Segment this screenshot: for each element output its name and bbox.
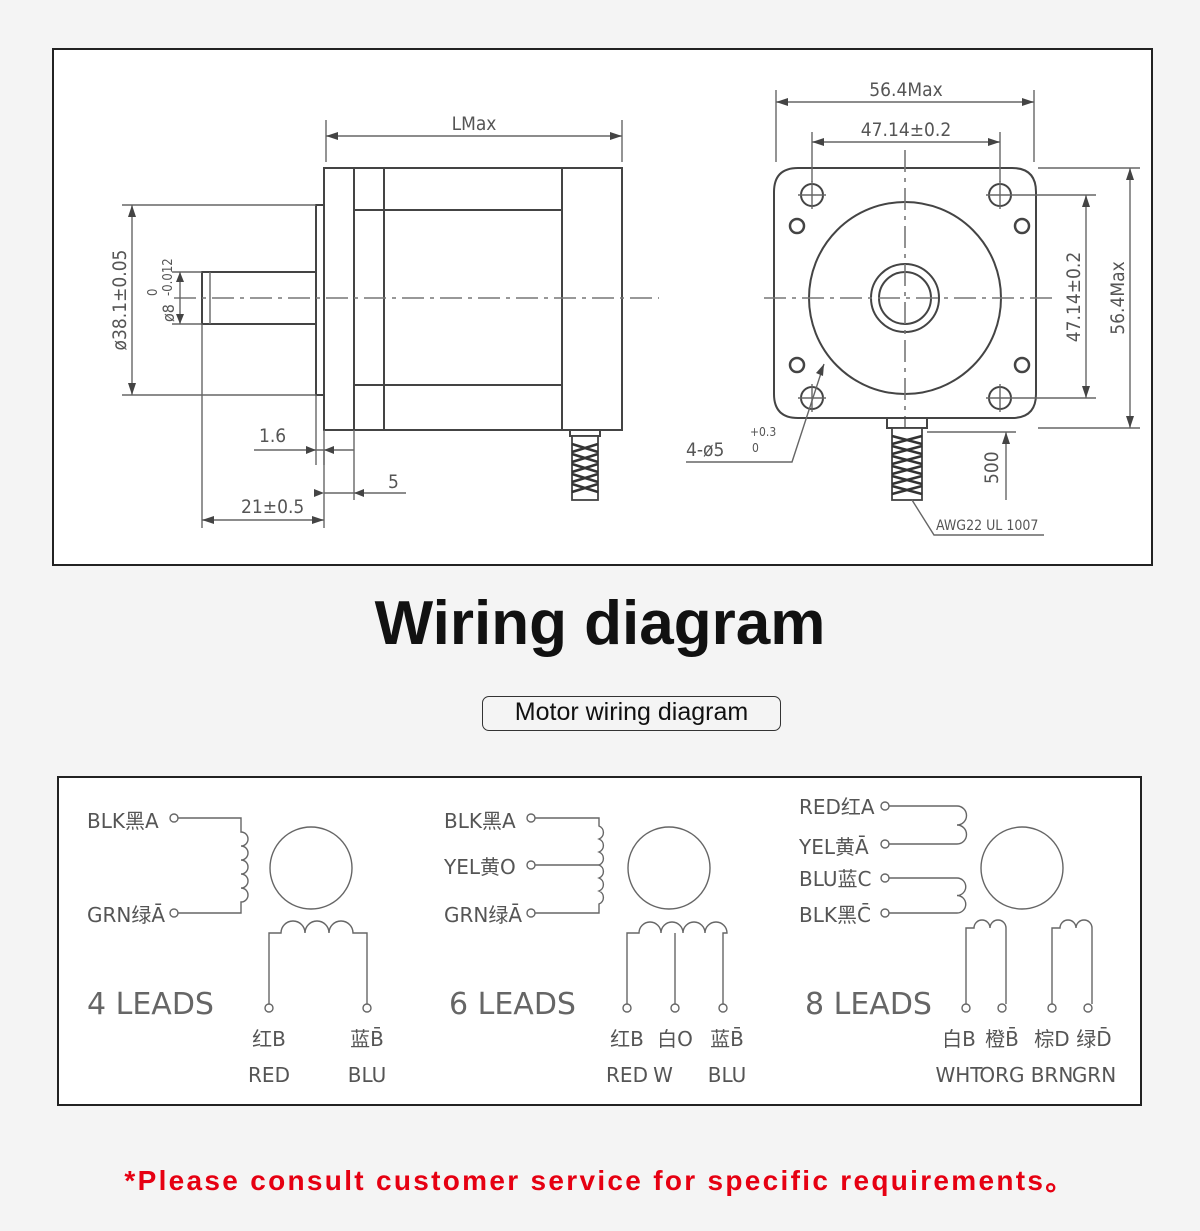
- six-leads-bottom-cn-2: 白O: [657, 1027, 693, 1051]
- wire-spec-label: AWG22 UL 1007: [936, 518, 1038, 534]
- cable-front: [891, 427, 923, 501]
- six-leads-bottom-en-2: W: [653, 1063, 673, 1087]
- six-leads-label: 6 LEADS: [449, 987, 576, 1022]
- four-leads-lead-a: BLK黑A: [87, 809, 159, 833]
- dimension-drawing-panel: LMax ø38.1±0.05 ø8 0 -0.012 1.6: [52, 48, 1153, 566]
- dimension-drawing: LMax ø38.1±0.05 ø8 0 -0.012 1.6: [109, 79, 1140, 536]
- boss-length-dimension: 5: [314, 430, 406, 500]
- four-leads-bottom-cn-1: 红B: [252, 1027, 286, 1051]
- width-max-side-dimension: 56.4Max: [1038, 167, 1140, 429]
- wire-spec-callout: AWG22 UL 1007: [911, 499, 1044, 536]
- eight-leads-bottom-cn-4: 绿D̄: [1076, 1026, 1111, 1051]
- eight-leads-bottom-en-3: BRN: [1031, 1063, 1074, 1087]
- mount-holes-callout: 4-ø5 +0.3 0: [686, 363, 825, 463]
- eight-leads-bottom-en-4: GRN: [1072, 1063, 1116, 1087]
- eight-leads-bottom-en-1: WHT: [935, 1063, 983, 1087]
- mount-holes-label: 4-ø5: [686, 439, 724, 461]
- six-leads-lead-a-bar: GRN绿Ā: [444, 903, 522, 927]
- six-leads-bottom-en-3: BLU: [708, 1063, 747, 1087]
- eight-leads-bottom-cn-2: 橙B̄: [985, 1026, 1019, 1051]
- four-leads-bottom-en-2: BLU: [348, 1063, 387, 1087]
- four-leads-bottom-en-1: RED: [248, 1063, 290, 1087]
- customer-service-note: *Please consult customer service for spe…: [124, 1165, 1076, 1196]
- four-leads-label: 4 LEADS: [87, 987, 214, 1022]
- eight-leads-bottom-cn-1: 白B: [942, 1027, 976, 1051]
- hole-spacing-top-label: 47.14±0.2: [861, 119, 951, 141]
- six-leads-rotor: [627, 826, 711, 910]
- four-leads-lead-a-bar: GRN绿Ā: [87, 903, 165, 927]
- eight-leads-bottom-cn-3: 棕D: [1034, 1027, 1069, 1051]
- shaft-diameter-label: ø8: [159, 304, 178, 322]
- six-leads-bottom-cn-3: 蓝B̄: [710, 1026, 744, 1051]
- eight-leads-diagram: RED红A YEL黄Ā BLU蓝C BLK黑C̄ 8 LEADS 白B 橙B̄ …: [798, 795, 1116, 1087]
- hole-spacing-side-dimension: 47.14±0.2: [1014, 194, 1096, 399]
- eight-leads-lead-c-bar: BLK黑C̄: [799, 902, 871, 927]
- cable-side: [571, 435, 599, 501]
- lead-length-dimension: 500: [927, 431, 1016, 500]
- eight-leads-label: 8 LEADS: [805, 987, 932, 1022]
- eight-leads-rotor: [980, 826, 1064, 910]
- shaft-length-label: 21±0.5: [241, 496, 304, 518]
- shaft-tol-upper: 0: [146, 289, 161, 296]
- hole-spacing-top-dimension: 47.14±0.2: [811, 119, 1001, 182]
- six-leads-bottom-en-1: RED: [606, 1063, 648, 1087]
- motor-front-view: [764, 150, 1054, 501]
- boss-length-label: 5: [388, 471, 399, 493]
- lead-length-label: 500: [981, 451, 1003, 484]
- flange-thickness-label: 1.6: [259, 425, 286, 447]
- motor-side-view: [174, 167, 659, 501]
- section-subtitle-badge: Motor wiring diagram: [482, 696, 781, 731]
- hole-spacing-side-label: 47.14±0.2: [1063, 252, 1085, 342]
- mount-hole-tol-upper: +0.3: [750, 425, 776, 439]
- shaft-diameter-dimension: ø8 0 -0.012: [146, 258, 202, 325]
- six-leads-bottom-cn-1: 红B: [610, 1027, 644, 1051]
- pilot-diameter-dimension: ø38.1±0.05: [109, 204, 316, 396]
- mounting-holes: [788, 181, 1031, 412]
- four-leads-bottom-cn-2: 蓝B̄: [350, 1026, 384, 1051]
- wiring-diagram: BLK黑A GRN绿Ā 4 LEADS 红B 蓝B̄ RED BLU BLK黑A…: [87, 795, 1116, 1087]
- section-title: Wiring diagram: [374, 589, 826, 658]
- six-leads-lead-a: BLK黑A: [444, 809, 516, 833]
- shaft-length-dimension: 21±0.5: [201, 324, 325, 528]
- mount-hole-tol-lower: 0: [752, 441, 759, 455]
- width-max-top-dimension: 56.4Max: [775, 79, 1035, 162]
- lmax-dimension: LMax: [325, 113, 623, 162]
- width-max-side-label: 56.4Max: [1107, 261, 1129, 334]
- lmax-label: LMax: [452, 113, 497, 135]
- four-leads-diagram: BLK黑A GRN绿Ā 4 LEADS 红B 蓝B̄ RED BLU: [87, 809, 386, 1087]
- eight-leads-lead-a: RED红A: [799, 795, 875, 819]
- width-max-top-label: 56.4Max: [869, 79, 942, 101]
- eight-leads-bottom-en-2: ORG: [979, 1063, 1024, 1087]
- pilot-diameter-label: ø38.1±0.05: [109, 250, 131, 351]
- shaft-tol-lower: -0.012: [161, 258, 176, 296]
- eight-leads-lead-a-bar: YEL黄Ā: [798, 835, 869, 859]
- six-leads-diagram: BLK黑A YEL黄O GRN绿Ā 6 LEADS 红B 白O 蓝B̄ RED …: [443, 809, 746, 1087]
- four-leads-rotor: [269, 826, 353, 910]
- eight-leads-lead-c: BLU蓝C: [799, 867, 871, 891]
- six-leads-lead-o: YEL黄O: [443, 855, 516, 879]
- wiring-diagram-panel: BLK黑A GRN绿Ā 4 LEADS 红B 蓝B̄ RED BLU BLK黑A…: [57, 776, 1142, 1106]
